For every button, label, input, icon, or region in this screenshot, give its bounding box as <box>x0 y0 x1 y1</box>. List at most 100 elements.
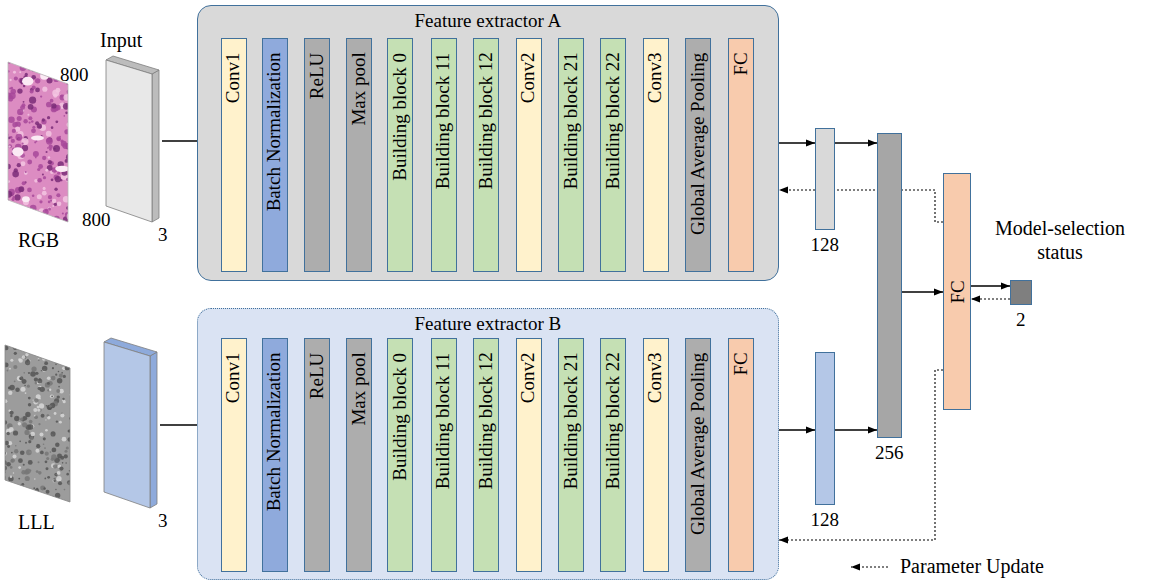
dimension-label: 128 <box>811 234 840 256</box>
layer-box: ReLU <box>304 338 330 572</box>
texture-dot <box>71 433 75 437</box>
texture-dot <box>47 405 52 410</box>
texture-dot <box>37 378 42 383</box>
texture-dot <box>7 432 10 435</box>
texture-dot <box>71 484 74 487</box>
layer-name: Building block 21 <box>560 52 582 189</box>
texture-dot <box>56 346 60 350</box>
texture-dot <box>7 445 10 448</box>
texture-dot <box>11 452 13 454</box>
cell-dot <box>28 212 35 219</box>
cell-dot <box>8 116 15 123</box>
texture-dot <box>39 495 41 497</box>
layer-name: Batch Normalization <box>263 353 285 512</box>
layer-name: Building block 11 <box>432 53 454 190</box>
texture-dot <box>55 347 57 349</box>
cell-dot <box>22 143 24 145</box>
texture-dot <box>64 450 67 453</box>
texture-dot <box>26 450 32 456</box>
texture-dot <box>38 352 43 357</box>
texture-dot <box>47 416 50 419</box>
texture-dot <box>54 478 55 479</box>
cell-dot <box>43 176 46 179</box>
texture-dot <box>47 382 50 385</box>
layer-name: Conv1 <box>222 353 244 404</box>
cell-dot <box>8 145 10 147</box>
cell-dot <box>32 126 35 129</box>
texture-dot <box>30 371 36 377</box>
cell-dot <box>50 99 54 103</box>
texture-dot <box>43 347 48 352</box>
cell-dot <box>49 148 52 151</box>
texture-dot <box>7 340 12 345</box>
texture-dot <box>26 360 31 365</box>
texture-dot <box>41 498 44 501</box>
cell-dot <box>25 73 28 76</box>
slab-side <box>150 352 157 508</box>
texture-dot <box>56 420 58 422</box>
cell-dot <box>48 201 51 204</box>
texture-dot <box>25 476 30 481</box>
texture-dot <box>18 458 23 463</box>
cell-dot <box>42 191 47 196</box>
texture-dot <box>34 415 38 419</box>
conv-layer-box: Conv2 <box>516 338 542 572</box>
texture-dot <box>59 504 61 506</box>
cell-dot <box>23 85 25 87</box>
cell-dot <box>4 68 6 70</box>
concat-vector: 256 <box>877 133 902 438</box>
cell-dot <box>30 215 34 219</box>
data-flow-arrow <box>971 285 1010 286</box>
texture-dot <box>42 343 44 345</box>
cell-dot <box>12 129 16 133</box>
cell-dot <box>56 193 60 197</box>
texture-dot <box>14 380 16 382</box>
texture-dot <box>49 389 51 391</box>
texture-dot <box>25 412 30 417</box>
cell-dot <box>27 188 32 193</box>
cell-dot <box>40 95 42 97</box>
cell-dot <box>19 187 23 191</box>
cell-dot <box>3 218 9 224</box>
legend-sample <box>848 559 892 575</box>
texture-dot <box>62 437 67 442</box>
input-tensor-slab: 3 <box>102 340 160 510</box>
layer-name: Building block 21 <box>560 352 582 489</box>
layer-name: Building block 22 <box>602 352 624 489</box>
texture-dot <box>6 462 11 467</box>
texture-dot <box>54 412 57 415</box>
texture-dot <box>21 496 25 500</box>
cell-dot <box>33 218 38 223</box>
cell-dot <box>54 188 57 191</box>
texture-dot <box>46 501 48 503</box>
texture-dot <box>23 498 25 500</box>
batchnorm-box: Batch Normalization <box>262 338 288 572</box>
cell-dot <box>45 169 48 172</box>
texture-dot <box>50 496 55 501</box>
texture-dot <box>22 422 27 427</box>
cell-dot <box>68 217 75 224</box>
cell-dot <box>28 116 32 120</box>
cell-dot <box>61 60 63 62</box>
cell-dot <box>39 200 42 203</box>
texture-dot <box>19 376 23 380</box>
cell-dot <box>17 163 21 167</box>
texture-dot <box>72 400 74 402</box>
image-label: RGB <box>18 228 59 252</box>
cell-dot <box>56 136 61 141</box>
texture-dot <box>19 486 21 488</box>
texture-dot <box>64 489 66 491</box>
layer-name: FC <box>730 352 752 375</box>
cell-dot <box>4 198 6 200</box>
layer-name: FC <box>730 52 752 75</box>
layer-name: Conv2 <box>517 53 539 104</box>
texture-dot <box>9 484 12 487</box>
texture-dot <box>35 449 39 453</box>
lumen <box>12 147 23 156</box>
layer-name: Global Average Pooling <box>687 52 709 234</box>
texture-dot <box>3 399 7 403</box>
texture-dot <box>7 483 9 485</box>
layer-name: ReLU <box>306 52 328 98</box>
texture-dot <box>65 462 66 463</box>
texture-dot <box>60 345 64 349</box>
